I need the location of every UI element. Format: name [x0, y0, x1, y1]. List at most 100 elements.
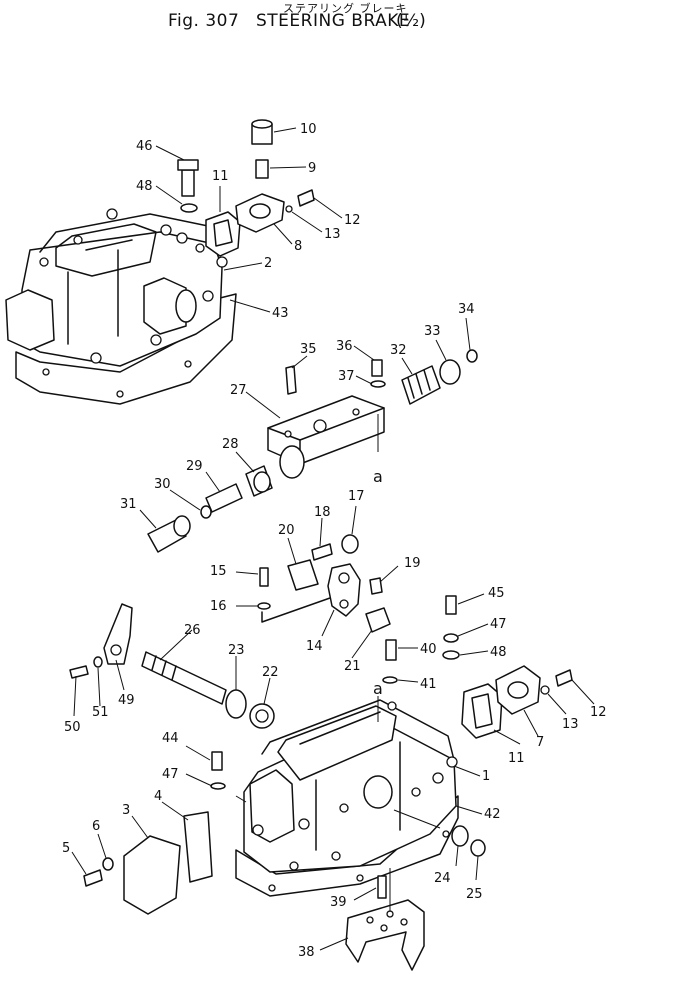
- leader-47-right: [457, 623, 489, 637]
- case-1-bolt-head: [411, 787, 421, 797]
- leader-12-upper: [313, 197, 343, 219]
- valve-body-hole: [352, 408, 360, 416]
- case-bolt-head: [202, 290, 214, 302]
- leader-9: [269, 166, 307, 169]
- shaft-26-splines: [151, 655, 177, 681]
- gasket-hole: [42, 368, 50, 376]
- case-1-top-edge: [261, 699, 455, 761]
- leader-1: [453, 765, 481, 777]
- case-top-window: [55, 223, 157, 277]
- case-1-bolt-head: [289, 861, 299, 871]
- callout-47-left: 47: [162, 767, 179, 782]
- leader-12-lower: [571, 679, 595, 705]
- leader-35: [291, 355, 308, 369]
- washer-16: [257, 602, 271, 610]
- gasket-42-hole: [356, 874, 364, 882]
- figure-header: ステアリング ブレーキ Fig. 307 STEERING BRAKE (½): [0, 0, 674, 36]
- bearing-22-bore: [255, 709, 269, 723]
- callout-11-upper: 11: [212, 169, 229, 184]
- callout-18: 18: [314, 505, 331, 520]
- leader-7: [523, 709, 539, 737]
- spring-32: [401, 365, 441, 405]
- leader-15: [235, 571, 259, 575]
- leader-13-lower: [547, 693, 567, 715]
- seal-23: [225, 689, 247, 719]
- bolt-12-lower: [555, 669, 573, 687]
- figure-page-fraction: (½): [396, 11, 426, 31]
- plug-28-face: [253, 471, 271, 493]
- bolt-15: [259, 567, 269, 587]
- alignment-line-24: [393, 809, 441, 829]
- callout-4: 4: [154, 789, 162, 804]
- ring-34: [466, 349, 478, 363]
- callout-12-upper: 12: [344, 213, 361, 228]
- callout-17: 17: [348, 489, 365, 504]
- callout-34: 34: [458, 302, 475, 317]
- case-window-rib: [85, 239, 133, 251]
- case-side-cover: [5, 289, 55, 351]
- bolt-46: [181, 169, 195, 197]
- callout-labels: 10 9 46 48 11 12 13 8 2 43 34 33 35 36 3…: [62, 122, 607, 960]
- callout-8: 8: [294, 239, 302, 254]
- case-1-bolt-head: [331, 851, 341, 861]
- bracket-38-hole: [366, 916, 374, 924]
- gasket-43-outline: [15, 293, 237, 405]
- leader-28: [235, 451, 255, 473]
- lever-14-bore-2: [339, 599, 349, 609]
- callout-39: 39: [330, 895, 347, 910]
- bolt-50: [69, 665, 89, 679]
- leader-2: [223, 262, 263, 271]
- bushing-17: [341, 534, 359, 554]
- callout-24: 24: [434, 871, 451, 886]
- leader-48-right: [459, 650, 489, 656]
- pin-19: [369, 577, 383, 595]
- leader-43: [229, 299, 271, 313]
- washer-47-right: [443, 633, 459, 643]
- leader-42: [455, 805, 483, 815]
- callout-49: 49: [118, 693, 135, 708]
- callout-7: 7: [536, 735, 544, 750]
- callout-11-lower: 11: [508, 751, 525, 766]
- leader-13-upper: [291, 211, 323, 233]
- shaft-assembly: [69, 603, 275, 729]
- spool-29: [205, 483, 243, 513]
- callout-48-upper: 48: [136, 179, 153, 194]
- leader-50: [73, 675, 77, 717]
- assembly-line: [261, 597, 331, 623]
- callout-44: 44: [162, 731, 179, 746]
- callout-26: 26: [184, 623, 201, 638]
- linkage-parts: [257, 534, 391, 633]
- leader-5: [71, 851, 87, 875]
- washer-13-lower: [540, 685, 550, 695]
- shaft-26: [141, 651, 227, 705]
- callout-31: 31: [120, 497, 137, 512]
- leader-49: [115, 659, 125, 691]
- callout-32: 32: [390, 343, 407, 358]
- callout-27: 27: [230, 383, 247, 398]
- valve-body-bore: [279, 445, 305, 479]
- bolt-5: [83, 869, 103, 887]
- bushing-24: [451, 825, 469, 847]
- callout-2: 2: [264, 256, 272, 271]
- leader-25: [475, 855, 479, 881]
- case-1-bolt-head: [432, 772, 444, 784]
- leader-34: [465, 317, 471, 351]
- bolt-45: [445, 595, 457, 615]
- callout-38: 38: [298, 945, 315, 960]
- callout-36: 36: [336, 339, 353, 354]
- leader-39: [353, 887, 377, 901]
- callout-23: 23: [228, 643, 245, 658]
- gasket-42-hole: [268, 884, 276, 892]
- callout-29: 29: [186, 459, 203, 474]
- washer-48-right: [442, 650, 460, 660]
- leader-3: [131, 815, 149, 839]
- bracket-38: [345, 899, 425, 971]
- case-1-bolt-head: [446, 756, 458, 768]
- case-bolt-head: [39, 257, 49, 267]
- leader-11-lower: [493, 729, 521, 745]
- cover-7-bore: [507, 681, 529, 699]
- callout-45: 45: [488, 586, 505, 601]
- bracket-38-hole: [380, 924, 388, 932]
- leader-26: [159, 629, 193, 661]
- case-1-window-rib: [299, 711, 381, 745]
